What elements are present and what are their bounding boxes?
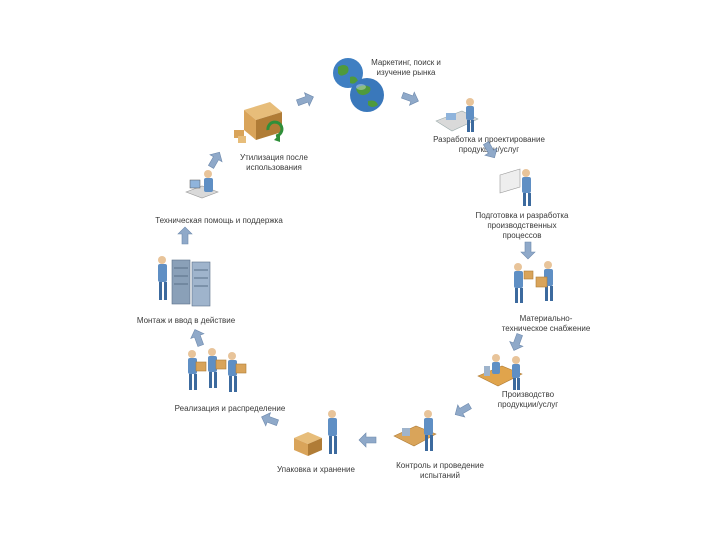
recycling-truck-icon [234,102,284,143]
label-line: продукции/услуг [497,400,559,409]
stage-label-sales: Реализация и распределение [160,404,300,414]
stage-label-support: Техническая помощь и поддержка [134,216,304,226]
label-line: испытаний [420,471,460,480]
label-line: Контроль и проведение [396,461,484,470]
label-line: Производство [501,390,555,399]
cycle-arrow [207,151,223,169]
inspector-icon [393,410,437,451]
cycle-arrow [190,329,205,347]
packer-with-box-icon [294,410,337,456]
designer-at-desk-icon [435,98,479,132]
stage-label-supply: Материально- техническое снабжение [490,314,602,334]
cycle-arrow [520,241,536,260]
label-line: процессов [502,231,542,240]
cycle-arrow [296,92,314,107]
stage-label-process: Подготовка и разработка производственных… [462,211,582,241]
label-line: изучение рынка [376,68,436,77]
stage-label-disposal: Утилизация после использования [224,153,324,173]
server-installer-icon [158,256,211,307]
support-operator-icon [185,170,219,199]
label-line: Материально- [519,314,573,323]
cycle-arrow [509,333,524,351]
label-line: Реализация и распределение [174,404,286,413]
cycle-arrow [401,91,419,106]
cycle-arrow [177,226,193,245]
stage-label-marketing: Маркетинг, поиск и изучение рынка [356,58,456,78]
label-line: Монтаж и ввод в действие [136,316,236,325]
people-carrying-boxes-icon [188,348,247,392]
globes-icon [333,58,384,112]
label-line: Техническая помощь и поддержка [155,216,283,225]
engineer-at-board-icon [499,168,531,206]
label-line: техническое снабжение [501,324,591,333]
label-line: производственных [487,221,557,230]
label-line: Упаковка и хранение [277,465,355,474]
label-line: использования [246,163,302,172]
factory-workers-icon [477,354,523,390]
cycle-arrow [261,412,279,427]
label-line: Разработка и проектирование [433,135,545,144]
label-line: Маркетинг, поиск и [371,58,441,67]
cycle-arrow [454,402,472,418]
cycle-arrow [358,432,377,448]
label-line: Подготовка и разработка [475,211,569,220]
workers-with-boxes-icon [514,261,553,303]
label-line: Утилизация после [240,153,308,162]
stage-label-production: Производство продукции/услуг [472,390,584,410]
stage-label-packing: Упаковка и хранение [266,465,366,475]
stage-label-installation: Монтаж и ввод в действие [124,316,248,326]
cycle-arrow [482,141,498,159]
stage-label-control: Контроль и проведение испытаний [382,461,498,481]
